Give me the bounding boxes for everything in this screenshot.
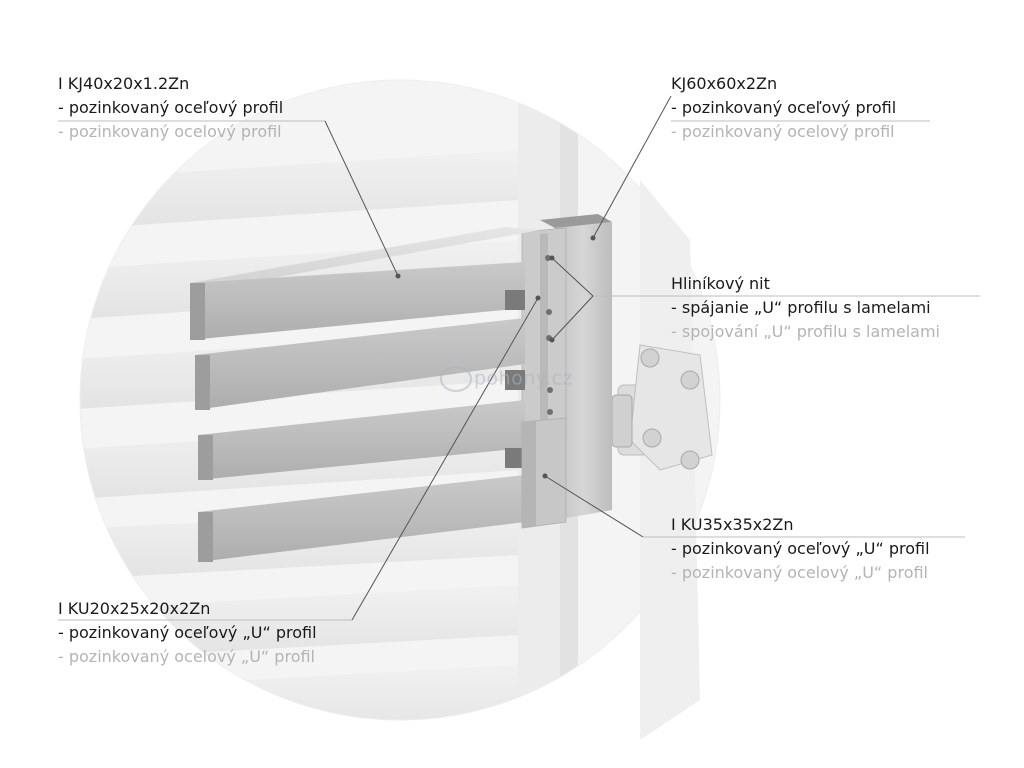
hinge xyxy=(611,344,713,471)
logo-icon xyxy=(440,366,472,392)
label-description-cz: - pozinkovaný ocelový profil xyxy=(58,122,282,141)
u-profile-ku20 xyxy=(521,227,567,437)
rivet xyxy=(545,255,551,261)
slat xyxy=(195,290,525,410)
label-title: KJ60x60x2Zn xyxy=(671,74,778,93)
label-ku20: I KU20x25x20x2Zn - pozinkovaný oceľový „… xyxy=(58,597,317,669)
label-description-sk: - pozinkovaný oceľový profil xyxy=(58,98,284,117)
label-description-cz: - pozinkovaný ocelový profil xyxy=(671,122,895,141)
label-title: I KU35x35x2Zn xyxy=(671,515,794,534)
label-description-cz: - pozinkovaný ocelový „U“ profil xyxy=(671,563,928,582)
watermark: pohony.cz xyxy=(440,366,573,392)
slat xyxy=(198,370,525,480)
label-title: I KU20x25x20x2Zn xyxy=(58,599,211,618)
watermark-text: pohony.cz xyxy=(474,367,573,390)
label-description-sk: - pozinkovaný oceľový „U“ profil xyxy=(58,623,317,642)
label-kj60: KJ60x60x2Zn - pozinkovaný oceľový profil… xyxy=(671,72,896,144)
label-description-cz: - spojování „U“ profilu s lamelami xyxy=(671,322,940,341)
rivet xyxy=(546,309,552,315)
leader-lines xyxy=(58,95,980,621)
slat xyxy=(198,448,525,562)
label-ku35: I KU35x35x2Zn - pozinkovaný oceľový „U“ … xyxy=(671,513,930,585)
label-title: I KJ40x20x1.2Zn xyxy=(58,74,190,93)
label-description-cz: - pozinkovaný ocelový „U“ profil xyxy=(58,647,315,666)
label-description-sk: - spájanie „U“ profilu s lamelami xyxy=(671,298,931,317)
rivet xyxy=(547,409,553,415)
slats-kj40 xyxy=(190,227,540,562)
label-description-sk: - pozinkovaný oceľový profil xyxy=(671,98,897,117)
rivet xyxy=(547,387,553,393)
label-kj40: I KJ40x20x1.2Zn - pozinkovaný oceľový pr… xyxy=(58,72,283,144)
label-rivet: Hliníkový nit - spájanie „U“ profilu s l… xyxy=(671,272,940,344)
label-title: Hliníkový nit xyxy=(671,274,770,293)
u-profile-ku35 xyxy=(521,417,567,529)
label-description-sk: - pozinkovaný oceľový „U“ profil xyxy=(671,539,930,558)
slat xyxy=(190,227,540,340)
